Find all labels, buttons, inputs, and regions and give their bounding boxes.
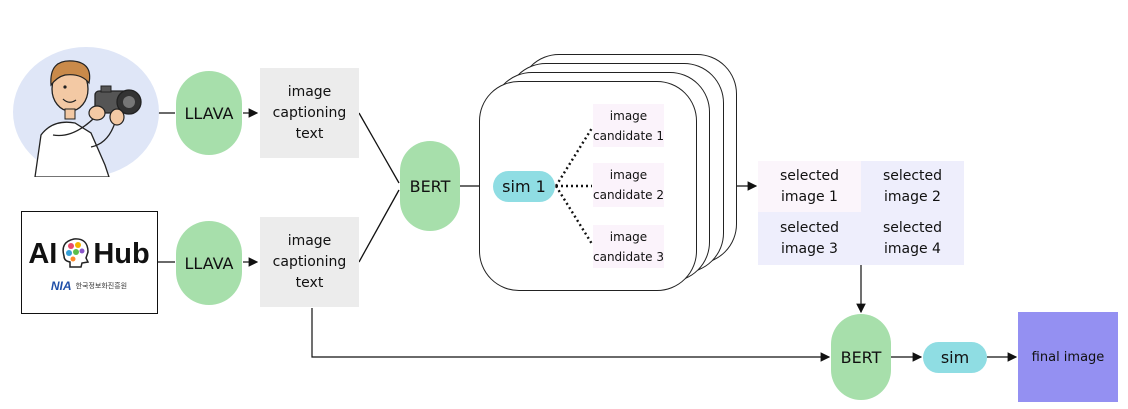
selected-image-1: selected image 1 bbox=[758, 161, 861, 212]
candidate-1: image candidate 1 bbox=[593, 104, 664, 147]
llava-bottom: LLAVA bbox=[176, 221, 242, 305]
selected-image-2: selected image 2 bbox=[861, 161, 964, 212]
candidate-2: image candidate 2 bbox=[593, 163, 664, 207]
bert-second: BERT bbox=[831, 314, 891, 400]
caption-text-top: image captioning text bbox=[260, 68, 359, 158]
arrow-caption-bottom-to-bert bbox=[358, 189, 400, 263]
selected-image-3: selected image 3 bbox=[758, 212, 861, 265]
selected-image-4: selected image 4 bbox=[861, 212, 964, 265]
arrow-caption-top-to-bert bbox=[358, 112, 400, 184]
photographer-illustration bbox=[13, 47, 159, 178]
llava-top: LLAVA bbox=[176, 71, 242, 155]
arrow-caption-bottom-to-bert2 bbox=[311, 308, 831, 362]
logo-text-hub: Hub bbox=[93, 237, 150, 270]
bert-first: BERT bbox=[400, 141, 460, 231]
logo-nia: NIA bbox=[50, 279, 72, 293]
final-image: final image bbox=[1018, 312, 1118, 402]
final-image-label: final image bbox=[1031, 349, 1105, 365]
candidate-3: image candidate 3 bbox=[593, 225, 664, 268]
caption-text-bottom: image captioning text bbox=[260, 217, 359, 307]
sim1-node: sim 1 bbox=[493, 171, 555, 202]
logo-korean-org: 한국정보화진흥원 bbox=[75, 282, 128, 290]
ai-hub-logo: AI Hub NIA 한국정보화진흥원 bbox=[21, 211, 158, 314]
brain-icon bbox=[60, 236, 90, 272]
logo-text-ai: AI bbox=[28, 237, 58, 270]
sim-node: sim bbox=[923, 342, 987, 373]
